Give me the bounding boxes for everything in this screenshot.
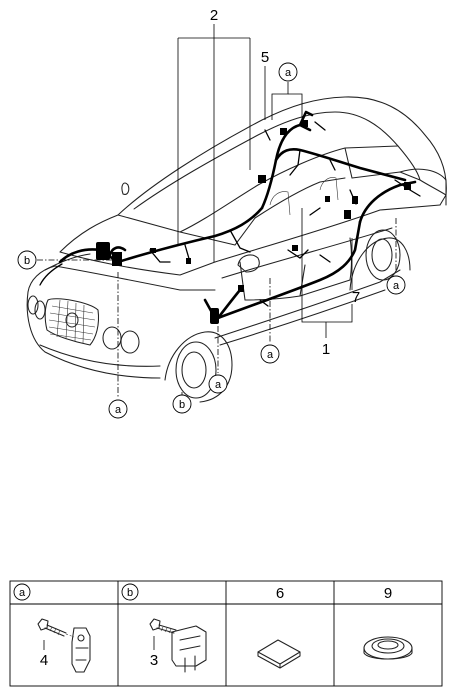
svg-text:b: b bbox=[127, 587, 133, 599]
part-pad bbox=[257, 639, 301, 669]
wiring-harness bbox=[39, 110, 421, 324]
ref-circle-a-bottom: a bbox=[108, 399, 128, 419]
svg-text:a: a bbox=[393, 280, 400, 292]
svg-text:b: b bbox=[24, 255, 30, 267]
part-bolt-bracket-a bbox=[37, 618, 91, 673]
table-header-6: 6 bbox=[276, 585, 284, 602]
ref-circle-a-top: a bbox=[278, 62, 298, 82]
table-header-9: 9 bbox=[384, 585, 392, 602]
callout-5: 5 bbox=[261, 49, 269, 66]
part-number-4: 4 bbox=[40, 652, 48, 669]
svg-text:a: a bbox=[115, 404, 122, 416]
svg-text:a: a bbox=[215, 379, 222, 391]
svg-text:a: a bbox=[19, 587, 26, 599]
part-number-3: 3 bbox=[150, 652, 158, 669]
callout-1: 1 bbox=[322, 341, 330, 358]
ref-circle-b-front: b bbox=[172, 394, 192, 414]
svg-text:a: a bbox=[267, 349, 274, 361]
table-header-a: a bbox=[13, 583, 31, 601]
ref-circle-a-right: a bbox=[386, 275, 406, 295]
callout-numbers: 2 5 7 1 bbox=[210, 7, 360, 358]
ref-circle-a-front: a bbox=[208, 374, 228, 394]
part-bolt-bracket-b bbox=[149, 618, 207, 673]
parts-table: a b 6 9 4 3 bbox=[9, 580, 443, 687]
table-header-b: b bbox=[121, 583, 139, 601]
part-grommet bbox=[363, 636, 413, 660]
ref-circle-b-left: b bbox=[17, 250, 37, 270]
svg-text:b: b bbox=[179, 399, 185, 411]
reference-circles: a b a a a b a bbox=[17, 62, 406, 419]
callout-2: 2 bbox=[210, 7, 218, 24]
leader-lines bbox=[37, 24, 397, 398]
ref-circle-a-mid: a bbox=[260, 344, 280, 364]
svg-text:a: a bbox=[285, 67, 292, 79]
callout-7: 7 bbox=[352, 289, 360, 306]
